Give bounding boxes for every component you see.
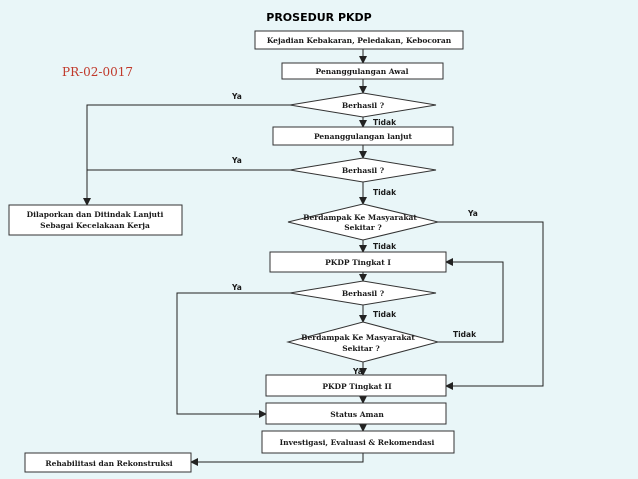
node-decision1-diamond [289,92,437,118]
node-impact1-diamond [287,203,439,241]
node-rehab: Rehabilitasi dan Rekonstruksi [45,459,172,468]
node-reported-line1: Dilaporkan dan Ditindak Lanjuti [27,210,164,219]
node-safe-box [265,402,447,425]
edge-investigation-rehab [190,453,364,466]
node-decision3: Berhasil ? [342,289,385,298]
edge-label-i1-no: Tidak [373,242,397,251]
edge-label-i1-yes: Ya [467,209,478,218]
edge-label-d1-yes: Ya [231,92,242,101]
node-initial: Penanggulangan Awal [316,67,409,76]
edge-d1-yes [83,104,290,206]
node-rehab-box [24,452,192,473]
edge-label-d3-yes: Ya [231,283,242,292]
procedure-code: PR-02-0017 [62,65,133,79]
edge-label-i2-yes: Ya [352,367,363,376]
node-reported-line2: Sebagai Kecelakaan Kerja [40,221,150,230]
node-pkdp1: PKDP Tingkat I [325,258,391,267]
edge-i2-no [438,258,504,343]
edge-label-d1-no: Tidak [373,118,397,127]
node-start: Kejadian Kebakaran, Peledakan, Kebocoran [267,36,452,45]
node-pkdp1-box [269,251,447,273]
node-investigation: Investigasi, Evaluasi & Rekomendasi [280,438,435,447]
node-decision2: Berhasil ? [342,166,385,175]
edge-label-i2-no: Tidak [453,330,477,339]
node-reported-box [8,204,183,236]
node-impact2-diamond [286,321,440,363]
edge-label-d3-no: Tidak [373,310,397,319]
node-start-box [254,30,464,50]
page-title: PROSEDUR PKDP [266,11,371,24]
edge-label-d2-yes: Ya [231,156,242,165]
edge-d3-yes [176,292,290,418]
node-pkdp2: PKDP Tingkat II [322,382,392,391]
node-impact1-line1: Berdampak Ke Masyarakat [303,213,417,222]
node-impact2-line2: Sekitar ? [342,344,380,353]
node-impact2-line1: Berdampak Ke Masyarakat [301,333,415,342]
node-decision2-diamond [289,157,437,183]
node-pkdp2-box [265,374,447,397]
node-initial-box [281,62,444,80]
edge-label-d2-no: Tidak [373,188,397,197]
node-decision1: Berhasil ? [342,101,385,110]
node-impact1-line2: Sekitar ? [344,223,382,232]
node-decision3-diamond [289,280,437,306]
node-further-box [272,126,454,146]
edge-i1-yes [438,221,544,390]
node-investigation-box [261,430,455,454]
node-safe: Status Aman [330,410,384,419]
node-further: Penanggulangan lanjut [314,132,413,141]
